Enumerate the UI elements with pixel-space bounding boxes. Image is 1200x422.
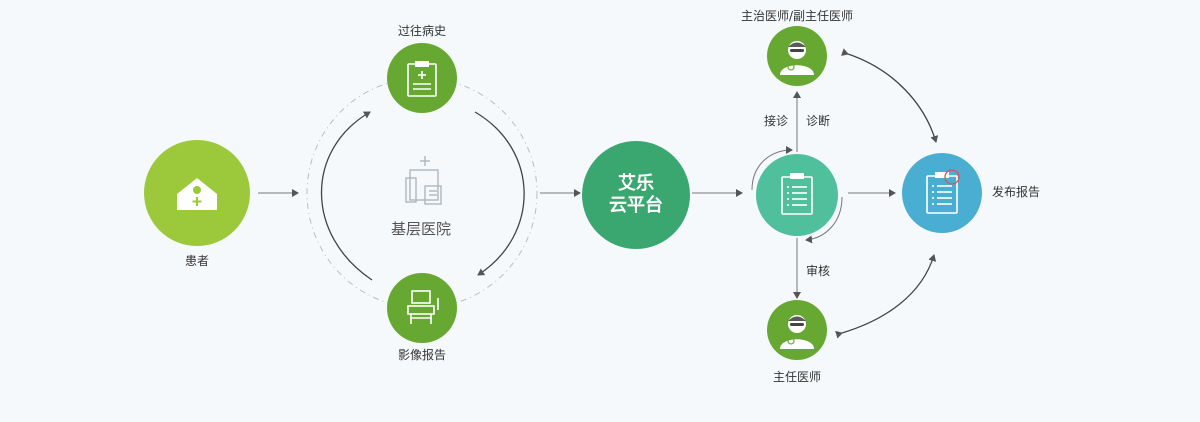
swirl-bottom [805, 196, 843, 244]
ultrasound-machine-icon [407, 290, 439, 324]
arrow-history-to-imaging [474, 111, 525, 276]
platform-line1: 艾乐 [618, 173, 654, 194]
clipboard-list-icon [781, 173, 813, 215]
swirl-top [751, 146, 793, 191]
house-medical-icon [177, 178, 217, 210]
report-center-node [756, 154, 838, 236]
publish-node [902, 153, 982, 233]
hospital-label: 基层医院 [390, 220, 452, 238]
hospital-building-icon [405, 156, 442, 205]
clipboard-medical-icon [407, 61, 437, 97]
history-node [387, 43, 457, 113]
imaging-label: 影像报告 [397, 348, 447, 362]
attending-node [767, 26, 827, 86]
patient-node [144, 140, 250, 246]
report-publish-icon [926, 169, 960, 214]
imaging-node [387, 273, 457, 343]
arrow-chief-publish [835, 254, 937, 339]
edge-review-label: 审核 [805, 264, 831, 278]
patient-label: 患者 [184, 254, 210, 268]
edge-diagnose-label: 诊断 [805, 114, 831, 128]
platform-node [582, 141, 690, 249]
attending-label: 主治医师/副主任医师 [740, 9, 854, 23]
platform-line2: 云平台 [609, 195, 663, 216]
publish-label: 发布报告 [992, 185, 1041, 199]
edge-receive-label: 接诊 [763, 114, 789, 128]
doctor-icon [780, 315, 814, 349]
chief-label: 主任医师 [772, 370, 822, 384]
history-label: 过往病史 [397, 24, 447, 38]
platform-label: 艾乐 云平台 [609, 173, 663, 217]
arrow-imaging-to-history [320, 111, 373, 281]
arrow-attending-publish [841, 48, 939, 143]
chief-node [767, 300, 827, 360]
doctor-icon [780, 41, 814, 75]
